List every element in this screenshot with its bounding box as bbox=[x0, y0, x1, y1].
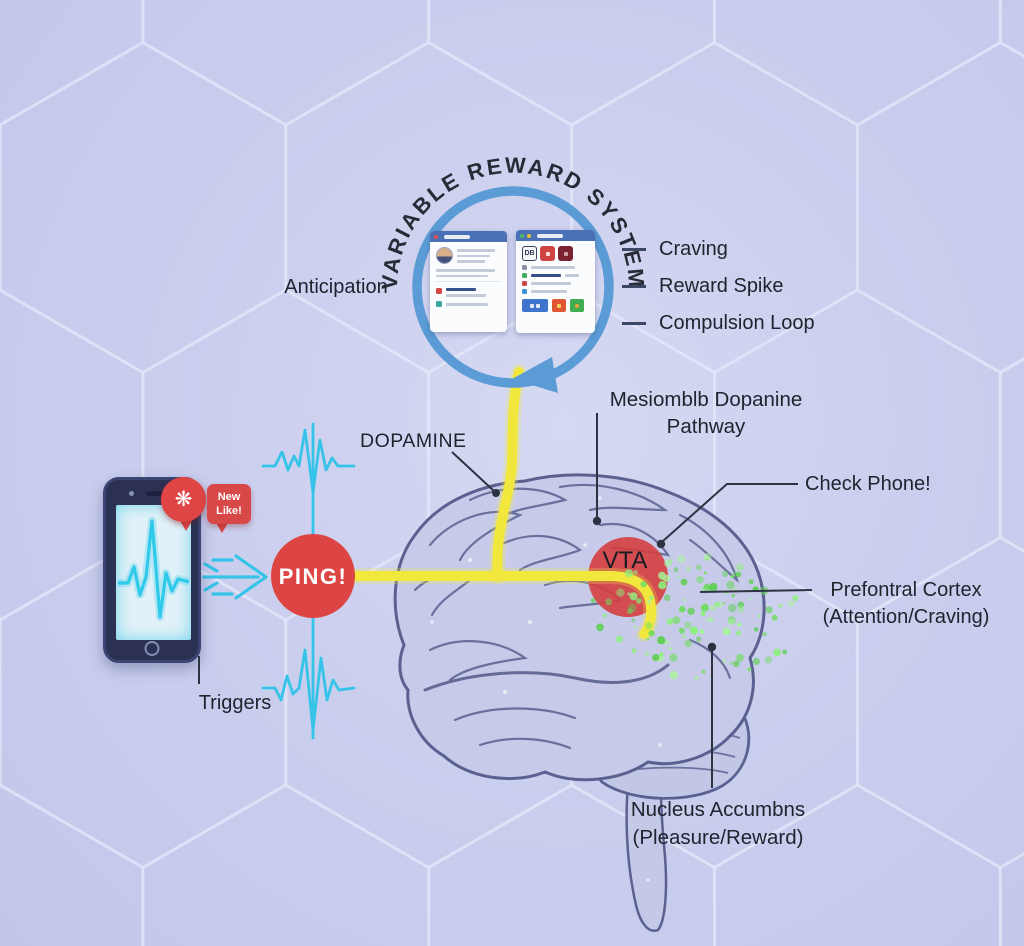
brain-sparkles bbox=[430, 496, 662, 882]
pathway-line2: Pathway bbox=[666, 415, 746, 438]
home-button-icon bbox=[144, 641, 160, 656]
brain-stem bbox=[625, 763, 668, 933]
card-header bbox=[516, 230, 595, 241]
reward-spike-row: Reward Spike bbox=[622, 273, 784, 300]
triggers-label: Triggers bbox=[198, 692, 272, 714]
nucleus-line1: Nucleus Accumbns bbox=[630, 798, 806, 821]
bubble-tail bbox=[216, 523, 228, 533]
signal-arrow-icon bbox=[202, 554, 268, 600]
reward-spike-label: Reward Spike bbox=[659, 275, 784, 297]
window-dot-icon bbox=[527, 233, 531, 238]
new-like-bubble: New Like! bbox=[207, 484, 251, 524]
phone-screen bbox=[116, 505, 191, 640]
compulsion-loop-row: Compulsion Loop bbox=[622, 310, 815, 337]
check-phone-label: Check Phone! bbox=[805, 473, 931, 495]
prefrontal-line1: Prefontral Cortex bbox=[830, 579, 982, 601]
like-icon bbox=[436, 288, 442, 295]
badge-tail bbox=[179, 519, 193, 531]
bubble-line2: Like! bbox=[216, 505, 242, 517]
prefrontal-line2: (Attention/Craving) bbox=[822, 606, 990, 628]
app-icon-red bbox=[540, 246, 555, 261]
smartphone: ❋ New Like! bbox=[103, 477, 251, 663]
mesolimbic-pathway-label: Mesiomblb Dopanine Pathway bbox=[586, 386, 826, 440]
loop-arrowhead-icon bbox=[512, 357, 558, 393]
tick-dash bbox=[622, 322, 646, 325]
comment-icon bbox=[436, 300, 442, 307]
craving-row: Craving bbox=[622, 236, 728, 263]
ping-node: PING! bbox=[271, 534, 355, 618]
ping-label: PING! bbox=[279, 564, 348, 589]
nucleus-accumbens-label: Nucleus Accumbns (Pleasure/Reward) bbox=[608, 796, 828, 851]
dopamine-pathway-line bbox=[344, 364, 660, 642]
pathway-line1: Mesiomblb Dopanine bbox=[609, 388, 803, 411]
dopamine-label: DOPAMINE bbox=[360, 430, 467, 452]
anticipation-label: Anticipation bbox=[284, 276, 388, 298]
window-dot-icon bbox=[434, 234, 438, 239]
badge-green bbox=[570, 299, 584, 312]
tick-dash bbox=[622, 285, 646, 288]
card-header bbox=[430, 231, 507, 242]
craving-label: Craving bbox=[659, 238, 728, 260]
header-pill bbox=[444, 234, 470, 239]
header-pill bbox=[537, 233, 563, 238]
cerebrum-outline bbox=[393, 473, 766, 782]
avatar bbox=[436, 247, 453, 264]
window-dot-icon bbox=[520, 233, 524, 238]
dopamine-particles bbox=[590, 553, 799, 680]
social-feed-card bbox=[430, 231, 507, 332]
app-icon-maroon bbox=[558, 246, 573, 261]
sylvian-fissure bbox=[423, 663, 670, 692]
tick-dash bbox=[622, 248, 646, 251]
app-list-card: DB bbox=[516, 230, 595, 333]
nucleus-line2: (Pleasure/Reward) bbox=[632, 825, 804, 849]
vta-label: VTA bbox=[603, 547, 648, 574]
badge-blue bbox=[522, 299, 548, 312]
reward-loop-ring bbox=[412, 186, 614, 393]
notification-burst-icon: ❋ bbox=[161, 477, 206, 522]
bubble-line1: New bbox=[217, 491, 241, 503]
brain-illustration bbox=[393, 473, 766, 933]
camera-dot-icon bbox=[129, 491, 134, 496]
pointer-lines bbox=[198, 413, 813, 788]
prefrontal-cortex-label: Prefontral Cortex (Attention/Craving) bbox=[800, 577, 1012, 631]
screen-waveform bbox=[118, 517, 191, 621]
app-icon-db: DB bbox=[522, 246, 537, 261]
compulsion-loop-label: Compulsion Loop bbox=[659, 312, 815, 334]
badge-red bbox=[552, 299, 566, 312]
signal-waveforms bbox=[261, 422, 356, 740]
